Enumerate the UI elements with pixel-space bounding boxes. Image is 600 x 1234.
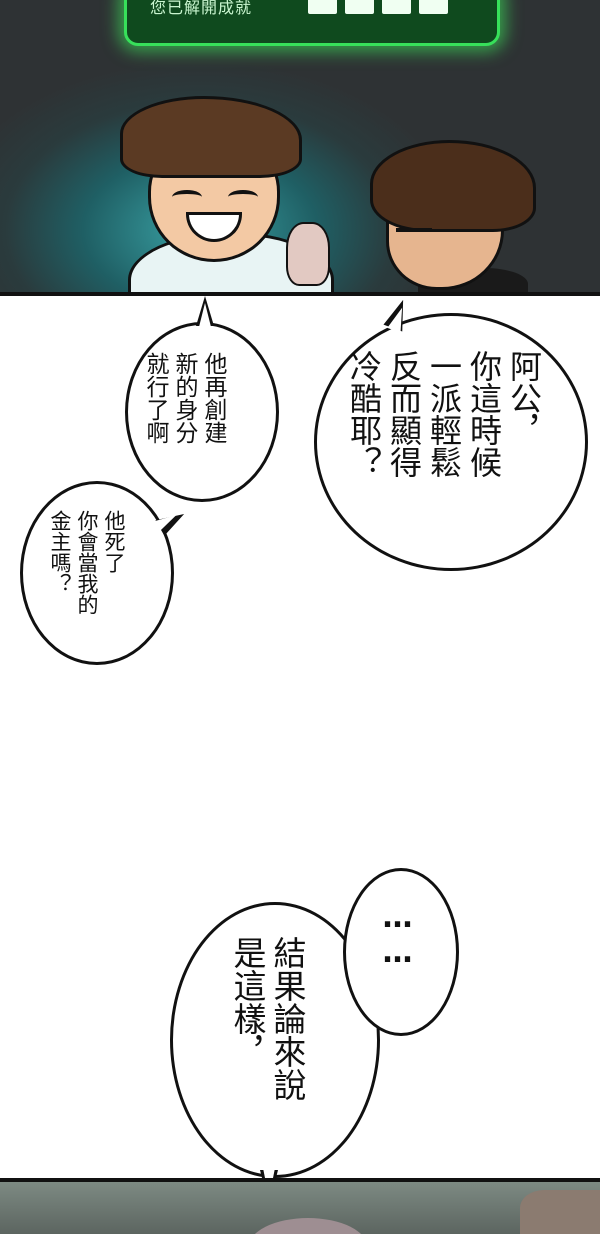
achievement-name-graphic — [308, 0, 448, 14]
bottom-manga-panel — [0, 1178, 600, 1234]
dialogue-create-identity: 他再創建 新的身分 就行了啊 — [142, 352, 226, 444]
character-head-top — [248, 1218, 368, 1234]
achievement-text: 您已解開成就 — [150, 0, 253, 17]
dialogue-grandpa: 阿公， 你這時候 一派輕鬆 反而顯得 冷酷耶？ — [345, 350, 543, 478]
top-manga-panel: 您已解開成就 — [0, 0, 600, 296]
speech-bubble-create-identity — [125, 322, 279, 502]
closed-eye-left — [172, 190, 202, 204]
dialogue-sponsor: 他死了 你會當我的 金主嗎？ — [48, 510, 126, 615]
glasses-character-eye — [396, 228, 432, 240]
bubble-tail-fill — [199, 303, 211, 327]
bunny-plush-icon — [286, 222, 330, 286]
dialogue-ellipsis: …… — [380, 900, 415, 970]
smiling-character-hair — [120, 96, 302, 178]
glasses-character-hair — [370, 140, 536, 232]
speech-bubble-sponsor — [20, 481, 174, 665]
speech-bubble-ellipsis — [343, 868, 459, 1036]
speech-bubble-grandpa — [314, 313, 588, 571]
background-object — [520, 1190, 600, 1234]
closed-eye-right — [228, 190, 258, 204]
dialogue-conclusion: 結果論來說 是這樣， — [228, 936, 307, 1101]
